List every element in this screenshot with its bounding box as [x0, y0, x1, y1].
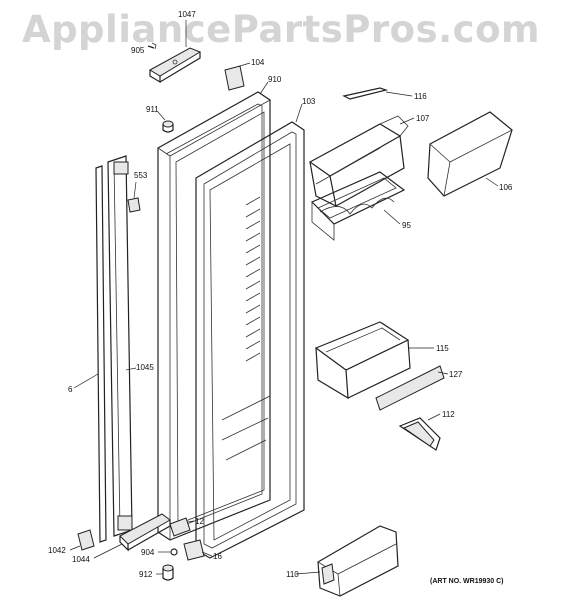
part-116-trim-strip[interactable] [342, 87, 389, 100]
label-1044: 1044 [72, 555, 90, 564]
part-110-bottom-door-bin[interactable] [317, 525, 399, 597]
label-95: 95 [402, 221, 411, 230]
label-911: 911 [146, 105, 159, 114]
part-16-closure-cam[interactable] [183, 539, 205, 561]
label-910: 910 [268, 75, 282, 84]
label-103: 103 [302, 97, 316, 106]
part-905-screw[interactable] [147, 42, 157, 50]
label-12: 12 [195, 517, 204, 526]
label-6: 6 [68, 385, 73, 394]
part-1047-hinge-bracket[interactable] [148, 47, 202, 84]
label-115: 115 [436, 344, 449, 353]
art-number: (ART NO. WR19930 C) [430, 578, 504, 585]
part-107-door-bin[interactable] [308, 115, 409, 208]
part-912-hinge-pin[interactable] [162, 564, 174, 581]
part-127-shelf-trim[interactable] [375, 365, 445, 411]
label-127: 127 [449, 370, 463, 379]
label-116: 116 [414, 92, 427, 101]
part-104-hinge-cover[interactable] [224, 65, 245, 91]
label-1045: 1045 [136, 363, 154, 372]
part-95-shelf-frame[interactable] [310, 171, 406, 241]
part-904-screw[interactable] [170, 548, 178, 556]
label-1047: 1047 [178, 10, 196, 19]
part-12-door-stop[interactable] [169, 517, 191, 537]
label-107: 107 [416, 114, 430, 123]
part-1044-bottom-bracket[interactable] [119, 513, 171, 552]
part-1042-clip[interactable] [77, 529, 95, 551]
label-16: 16 [213, 552, 222, 561]
watermark-logo: AppliancePartsPros.com [21, 8, 541, 51]
part-553-plug[interactable] [127, 197, 141, 213]
part-103-door-gasket[interactable] [195, 121, 305, 559]
label-912: 912 [139, 570, 153, 579]
label-1042: 1042 [48, 546, 66, 555]
part-911-bushing[interactable] [162, 120, 174, 133]
label-905: 905 [131, 46, 145, 55]
part-106-bin-cover[interactable] [427, 111, 513, 197]
part-6-seal-strip[interactable] [95, 165, 107, 543]
label-112: 112 [442, 410, 455, 419]
label-106: 106 [499, 183, 513, 192]
label-110: 110 [286, 570, 299, 579]
label-553: 553 [134, 171, 148, 180]
label-904: 904 [141, 548, 155, 557]
label-104: 104 [251, 58, 265, 67]
part-115-door-shelf-bin[interactable] [314, 321, 411, 400]
door-shelf-ribs [221, 196, 271, 461]
part-112-shelf-cap[interactable] [398, 417, 441, 451]
part-1045-hinge-strip[interactable] [107, 155, 133, 537]
part-910-door-panel[interactable] [157, 91, 271, 541]
